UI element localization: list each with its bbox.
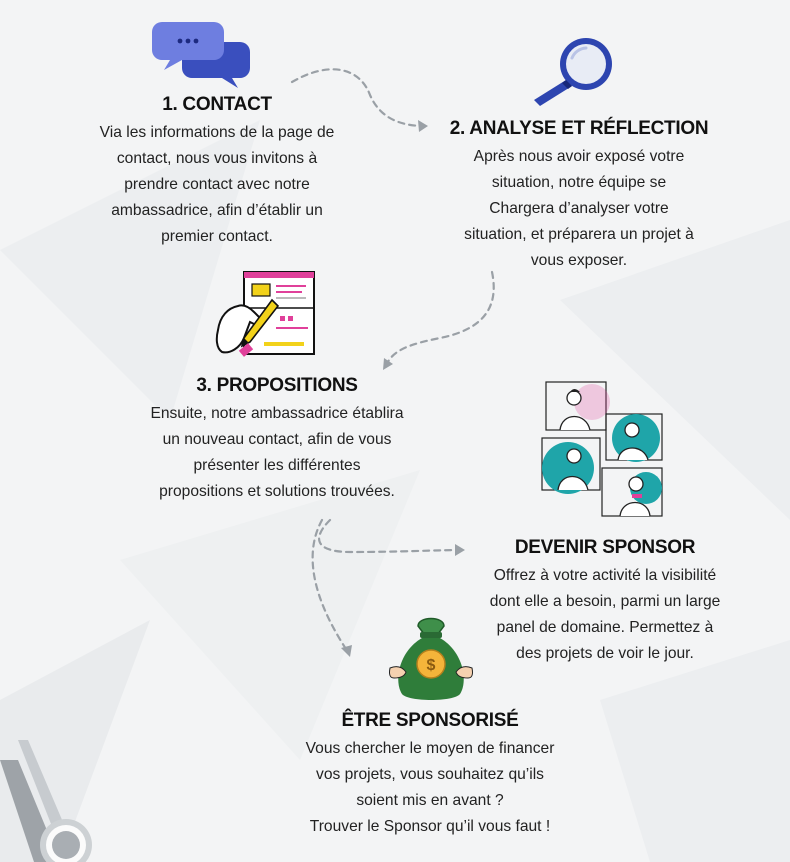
text-line: Via les informations de la page de — [99, 124, 335, 141]
text-line: Ensuite, notre ambassadrice établira — [150, 405, 404, 422]
step-sponsor: DEVENIR SPONSOR Offrez à votre activité … — [458, 537, 752, 667]
text-line: panel de domaine. Permettez à — [496, 619, 714, 636]
text-line: Après nous avoir exposé votre — [473, 148, 685, 165]
money-bag-icon: $ — [389, 617, 473, 700]
step-contact: 1. CONTACT Via les informations de la pa… — [66, 94, 368, 250]
step-sponsorise-text: Vous chercher le moyen de financer vos p… — [280, 736, 580, 840]
step-sponsorise: ÊTRE SPONSORISÉ Vous chercher le moyen d… — [280, 710, 580, 840]
video-call-people-icon — [541, 381, 663, 517]
step-analyse-text: Après nous avoir exposé votre situation,… — [424, 144, 734, 274]
text-line: dont elle a besoin, parmi un large — [489, 593, 721, 610]
step-sponsorise-title: ÊTRE SPONSORISÉ — [341, 710, 519, 731]
step-propositions-text: Ensuite, notre ambassadrice établira un … — [126, 401, 428, 505]
ring-decoration-icon — [40, 819, 92, 862]
step-contact-title: 1. CONTACT — [162, 94, 272, 115]
text-line: Chargera d’analyser votre — [489, 200, 669, 217]
svg-text:$: $ — [427, 657, 436, 674]
text-line: propositions et solutions trouvées. — [159, 483, 395, 500]
text-line: Offrez à votre activité la visibilité — [493, 567, 717, 584]
magnifying-glass-icon — [534, 38, 612, 106]
text-line: Vous chercher le moyen de financer — [305, 740, 555, 757]
step-contact-text: Via les informations de la page de conta… — [66, 120, 368, 250]
text-line: Trouver le Sponsor qu’il vous faut ! — [309, 818, 551, 835]
document-pencil-icon — [215, 271, 315, 357]
text-line: situation, et préparera un projet à — [464, 226, 694, 243]
text-line: situation, notre équipe se — [491, 174, 667, 191]
step-sponsor-title: DEVENIR SPONSOR — [514, 537, 696, 558]
step-sponsor-text: Offrez à votre activité la visibilité do… — [458, 563, 752, 667]
text-line: prendre contact avec notre — [124, 176, 310, 193]
step-propositions: 3. PROPOSITIONS Ensuite, notre ambassadr… — [126, 375, 428, 505]
text-line: un nouveau contact, afin de vous — [162, 431, 392, 448]
step-propositions-title: 3. PROPOSITIONS — [196, 375, 358, 396]
text-line: soient mis en avant ? — [356, 792, 504, 809]
step-analyse: 2. ANALYSE ET RÉFLECTION Après nous avoi… — [424, 118, 734, 274]
text-line: vos projets, vous souhaitez qu’ils — [316, 766, 544, 783]
text-line: contact, nous vous invitons à — [116, 150, 318, 167]
text-line: vous exposer. — [530, 252, 628, 269]
text-line: présenter les différentes — [193, 457, 361, 474]
text-line: ambassadrice, afin d’établir un — [111, 202, 323, 219]
text-line: premier contact. — [161, 228, 273, 245]
step-analyse-title: 2. ANALYSE ET RÉFLECTION — [449, 118, 709, 139]
chat-bubbles-icon — [152, 22, 250, 88]
text-line: des projets de voir le jour. — [516, 645, 694, 662]
